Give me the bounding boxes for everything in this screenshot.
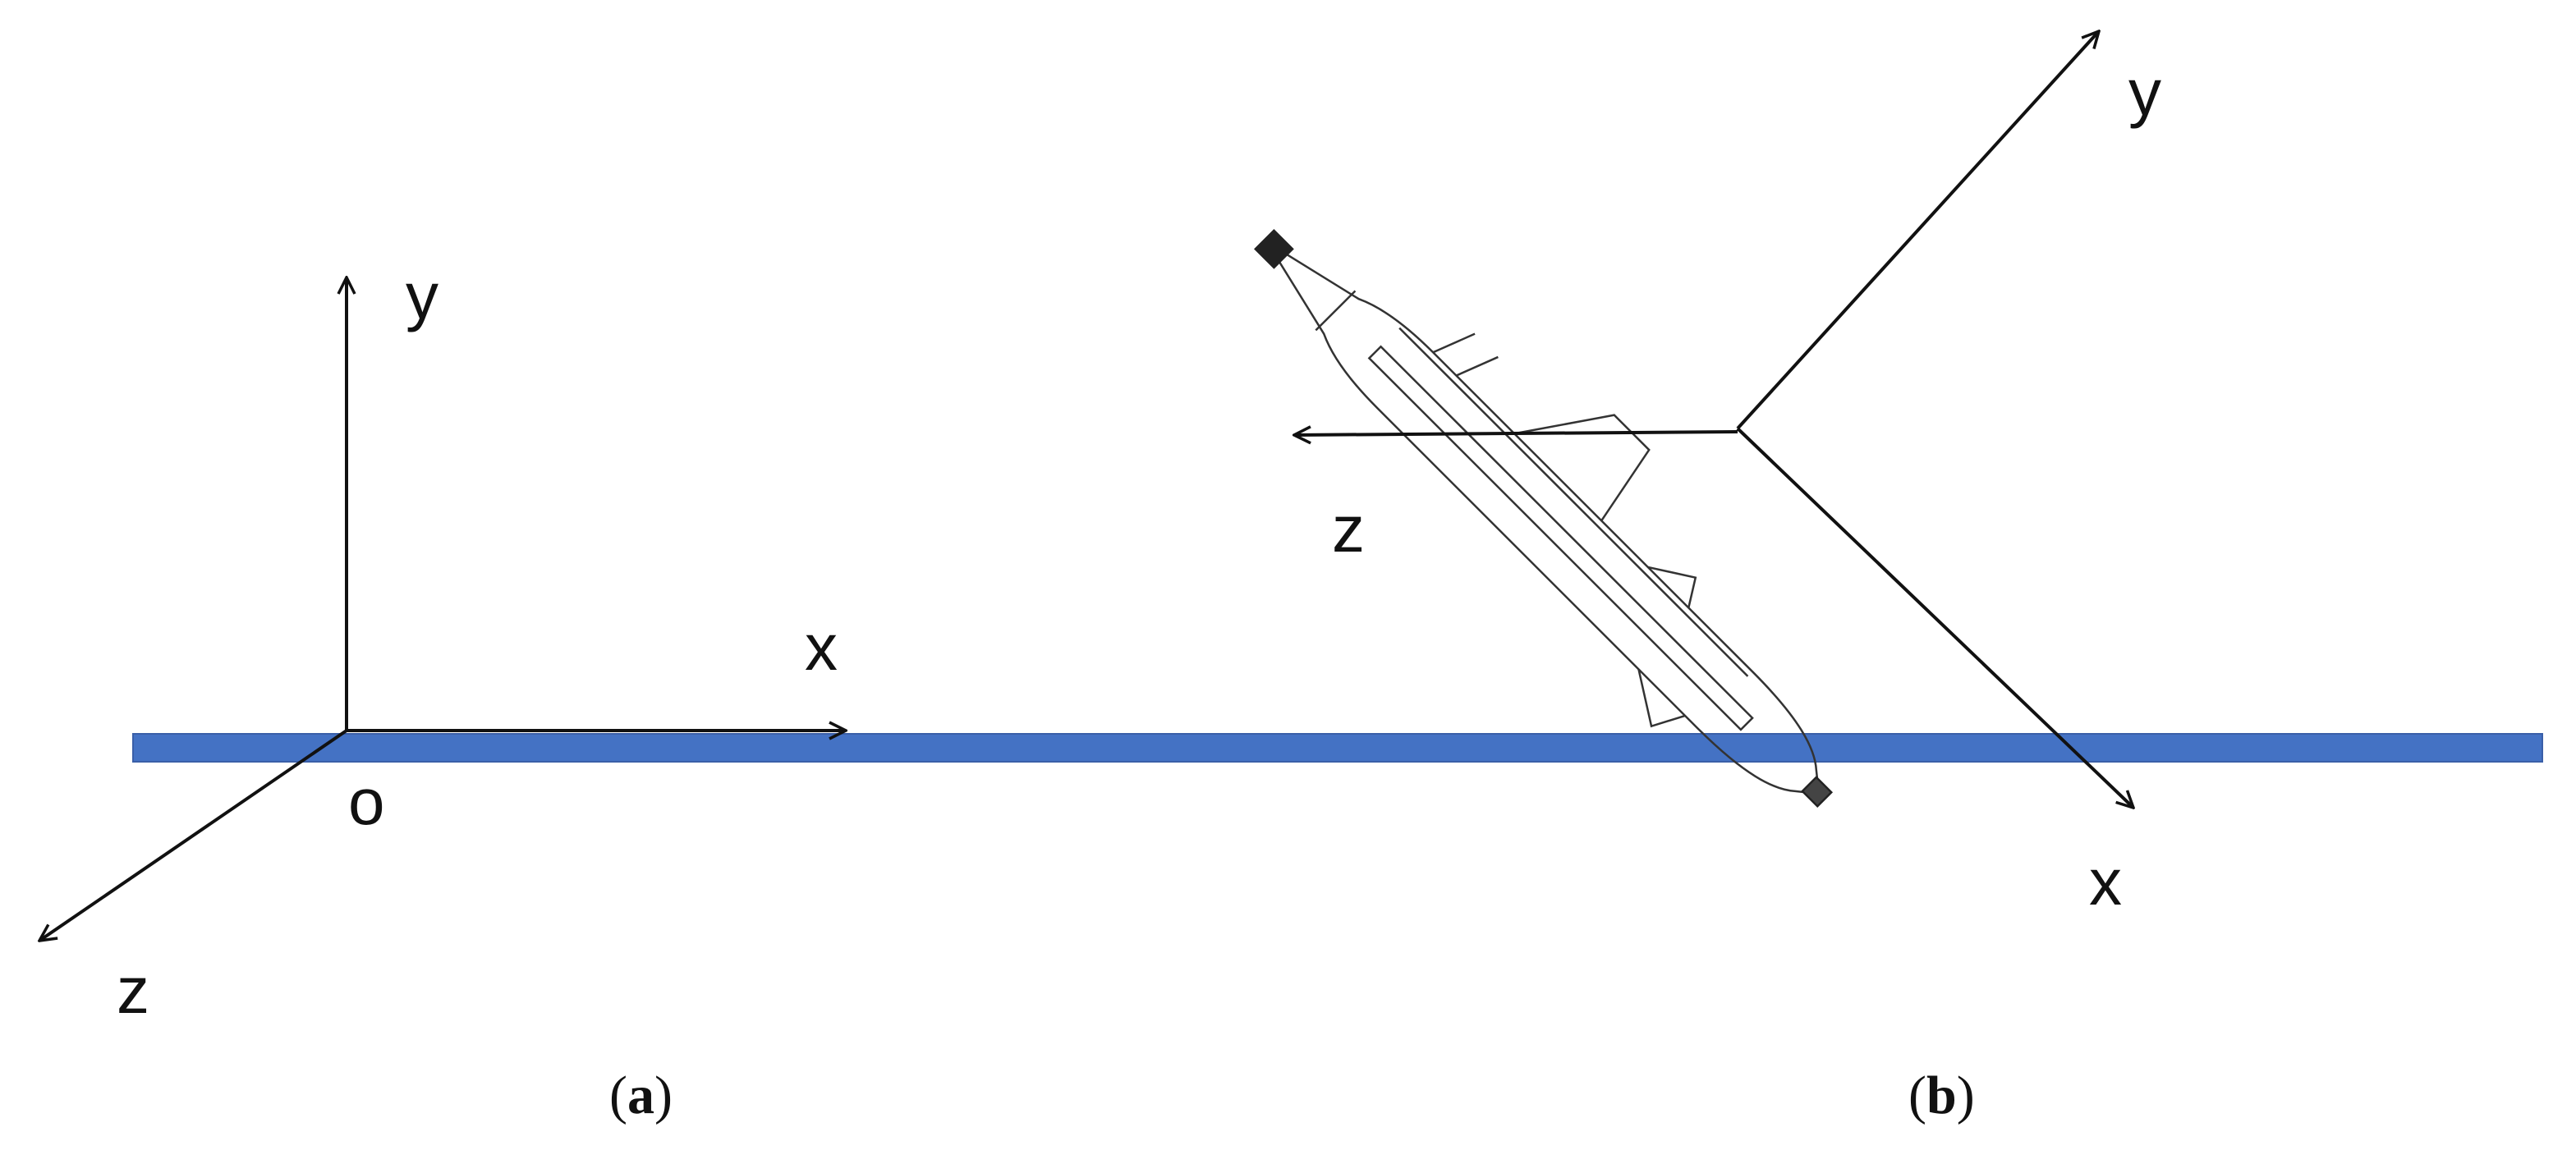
vehicle-side-panel bbox=[1367, 345, 1754, 731]
axis-label-y-b: y bbox=[2128, 56, 2161, 129]
origin-label-a: o bbox=[348, 765, 385, 838]
vehicle-bow-cap bbox=[1254, 229, 1294, 269]
vehicle-sail bbox=[1513, 414, 1651, 522]
vehicle-nose-ring bbox=[1315, 290, 1357, 332]
axis-y-b bbox=[1736, 31, 2099, 430]
vehicle-fin-2 bbox=[1647, 566, 1697, 608]
axis-z-a bbox=[39, 729, 348, 941]
panel-label-a: (a) bbox=[609, 1065, 673, 1125]
axis-label-z-a: z bbox=[117, 954, 149, 1027]
vehicle-antenna bbox=[1432, 332, 1499, 377]
axis-label-z-b: z bbox=[1332, 493, 1365, 566]
axis-label-x-b: x bbox=[2089, 845, 2122, 919]
axis-label-x-a: x bbox=[805, 611, 838, 684]
axis-x-b bbox=[1736, 427, 2133, 808]
axis-z-b bbox=[1294, 432, 1738, 435]
underwater-vehicle-icon bbox=[1254, 229, 1834, 809]
water-surface bbox=[132, 733, 2543, 763]
panel-a: y x z o (a) bbox=[39, 259, 846, 1125]
vehicle-stern-cap bbox=[1801, 776, 1834, 809]
vehicle-fin bbox=[1637, 669, 1686, 728]
panel-label-b: (b) bbox=[1908, 1065, 1975, 1125]
axis-label-y-a: y bbox=[406, 259, 439, 332]
panel-b: y x z (b) bbox=[1254, 31, 2161, 1125]
vehicle-seam bbox=[1398, 327, 1749, 677]
